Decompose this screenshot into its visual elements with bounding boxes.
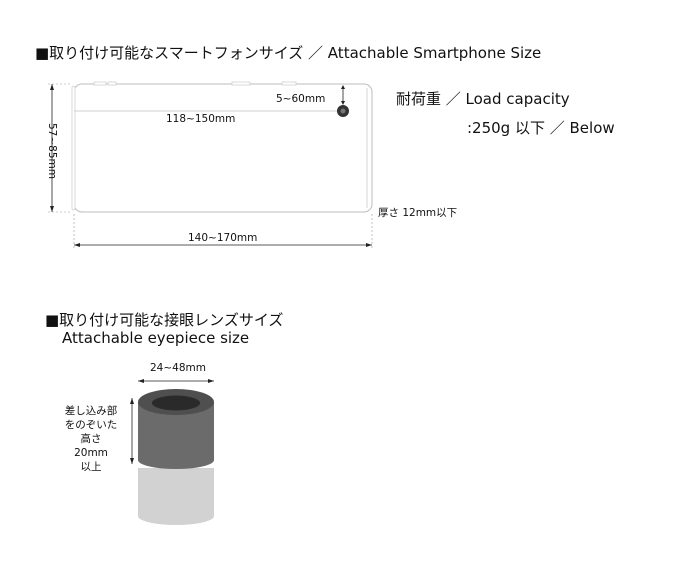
phone-side-button — [231, 81, 251, 86]
arrow-head — [341, 101, 345, 105]
phone-side-button — [107, 81, 117, 86]
insert-height-label: 差し込み部 をのぞいた 高さ 20mm 以上 — [58, 404, 124, 474]
camera-lens-inner — [340, 108, 346, 114]
eyepiece-top-opening — [152, 395, 200, 411]
load-capacity-title: 耐荷重 ／ Load capacity — [396, 90, 570, 108]
insert-height-line: 高さ — [80, 433, 102, 445]
arrow-head — [130, 458, 134, 464]
insert-height-line: をのぞいた — [64, 419, 118, 431]
eyepiece-barrel-light — [138, 468, 214, 525]
arrow-head — [50, 206, 54, 212]
camera-offset-label: 5~60mm — [276, 93, 326, 105]
insert-height-line: 差し込み部 — [64, 405, 118, 417]
eyepiece-section-title: ■取り付け可能な接眼レンズサイズ — [45, 311, 284, 329]
arrow-head — [130, 398, 134, 404]
phone-side-button — [93, 81, 107, 86]
screen-width-label: 118~150mm — [166, 113, 236, 125]
arrow-head — [366, 243, 372, 247]
eyepiece-section-subtitle: Attachable eyepiece size — [62, 329, 250, 347]
phone-section-title: ■取り付け可能なスマートフォンサイズ ／ Attachable Smartpho… — [35, 44, 542, 62]
thickness-label: 厚さ 12mm以下 — [378, 207, 458, 219]
phone-left-edge — [71, 85, 76, 211]
load-capacity-value: :250g 以下 ／ Below — [467, 119, 615, 137]
arrow-head — [208, 379, 214, 383]
overall-width-label: 140~170mm — [188, 232, 258, 244]
arrow-head — [74, 243, 80, 247]
phone-side-button — [281, 81, 297, 86]
arrow-head — [50, 84, 54, 90]
insert-height-line: 以上 — [80, 461, 102, 473]
insert-height-line: 20mm — [74, 447, 108, 459]
arrow-head — [138, 379, 144, 383]
arrow-head — [341, 85, 345, 89]
eyepiece-barrel-dark — [138, 402, 214, 469]
diameter-label: 24~48mm — [150, 362, 206, 374]
